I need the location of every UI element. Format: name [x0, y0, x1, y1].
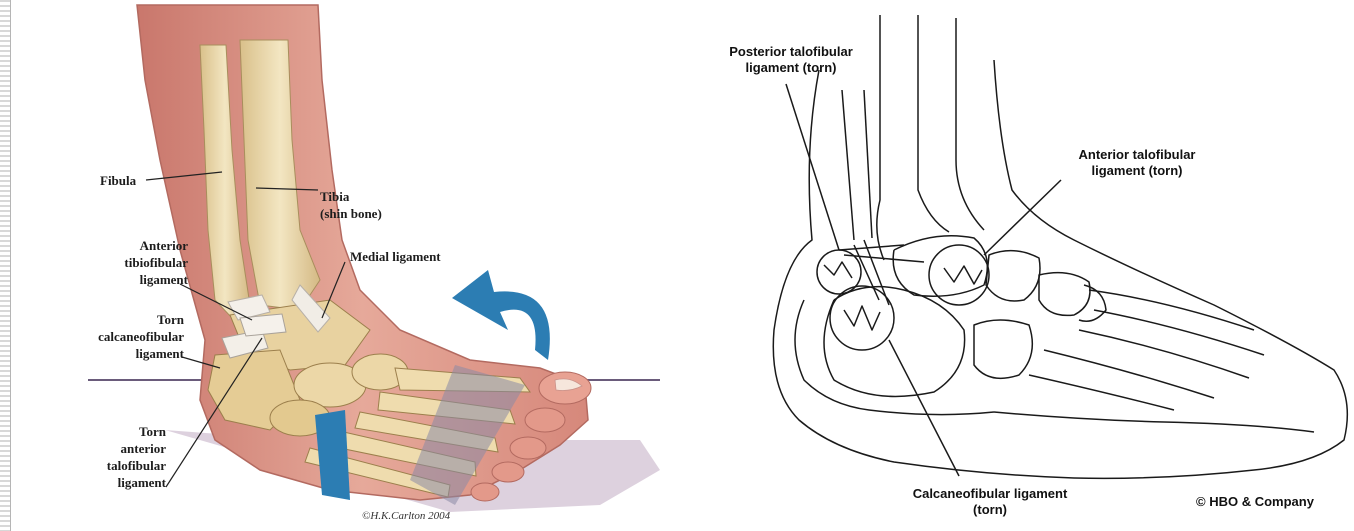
copyright-notice: © HBO & Company — [1196, 494, 1314, 510]
artist-signature: ©H.K.Carlton 2004 — [362, 510, 450, 522]
tibia-line-1 — [877, 15, 884, 260]
leader-anterior-talofibular — [984, 180, 1061, 255]
leg-outline-back — [773, 60, 1347, 478]
toe-2 — [525, 408, 565, 432]
label-torn-calcaneofibular: Torn calcaneofibular ligament — [60, 311, 184, 362]
leg-outline-front — [956, 18, 984, 230]
fibula-line-1 — [842, 90, 854, 240]
toe-5 — [471, 483, 499, 501]
metatarsal-r1 — [1089, 290, 1254, 330]
label-medial-ligament: Medial ligament — [350, 248, 441, 265]
metatarsal-r5 — [1029, 375, 1174, 410]
toe-3 — [510, 437, 546, 459]
tibia-line-2 — [918, 15, 949, 232]
ligament-fibers — [839, 240, 924, 305]
rotation-arrow-upper — [452, 270, 550, 360]
sole-line — [994, 412, 1314, 432]
metatarsal-r4 — [1044, 350, 1214, 398]
leader-calcaneofibular — [889, 340, 959, 476]
navicular-outline — [986, 251, 1040, 301]
label-tibia: Tibia (shin bone) — [320, 188, 382, 222]
calcaneofibular-ligament — [830, 286, 894, 350]
metatarsal-r3 — [1079, 330, 1249, 378]
fibula-line-2 — [864, 90, 872, 238]
label-anterior-talofibular: Anterior talofibular ligament (torn) — [1052, 147, 1222, 179]
label-posterior-talofibular: Posterior talofibular ligament (torn) — [716, 44, 866, 76]
cuneiform-outline — [1039, 273, 1090, 316]
label-torn-anterior-talofibular: Torn anterior talofibular ligament — [76, 423, 166, 491]
posterior-talofibular-tear — [824, 262, 852, 278]
talus-outline — [893, 236, 987, 297]
label-calcaneofibular: Calcaneofibular ligament (torn) — [880, 486, 1100, 518]
label-anterior-tibiofibular: Anterior tibiofibular ligament — [78, 237, 188, 288]
label-fibula: Fibula — [100, 172, 136, 189]
cuboid-outline — [974, 320, 1032, 378]
anterior-talofibular-tear — [944, 266, 982, 284]
calcaneofibular-tear — [844, 306, 880, 330]
line-drawing-ankle — [694, 0, 1354, 531]
toe-4 — [492, 462, 524, 482]
calcaneus-outline — [824, 287, 965, 397]
